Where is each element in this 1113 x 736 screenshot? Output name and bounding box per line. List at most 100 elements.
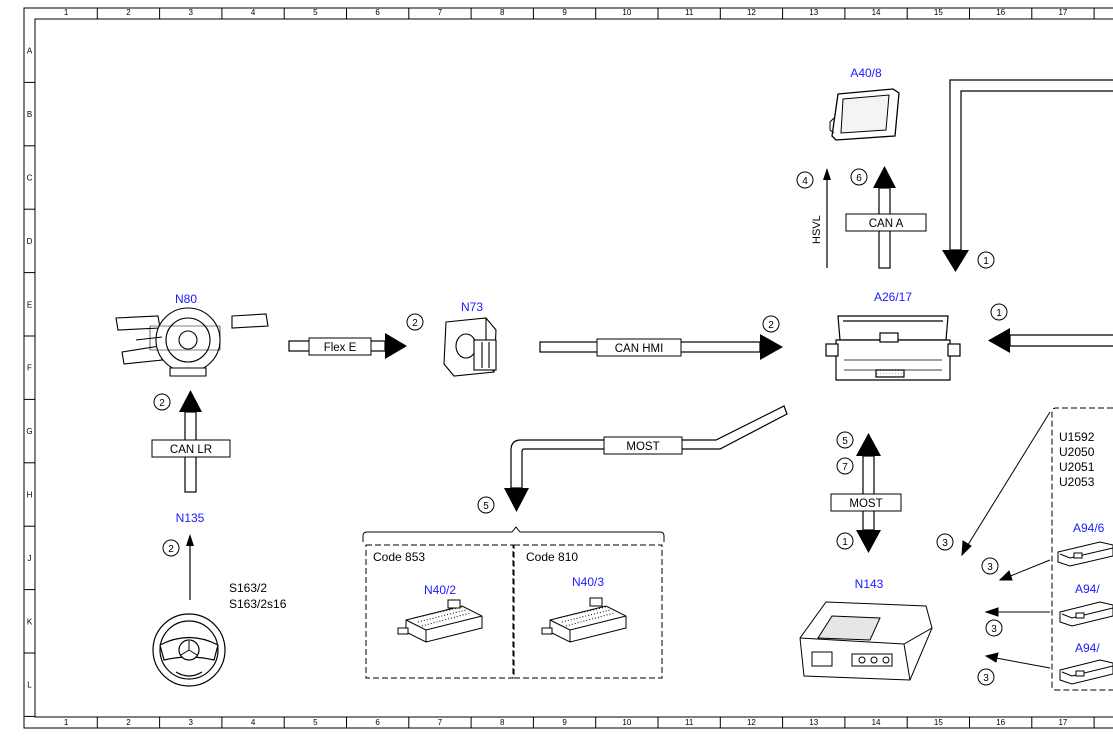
svg-text:1: 1 xyxy=(996,308,1002,319)
control-unit-n143-icon xyxy=(799,601,933,681)
marker-5-n143: 5 xyxy=(836,431,854,449)
label-a40-8: A40/8 xyxy=(850,66,882,80)
svg-text:4: 4 xyxy=(802,176,808,187)
grid-column-label: 1 xyxy=(64,718,69,727)
diagram-frame xyxy=(23,7,1113,729)
grid-column-label: 12 xyxy=(747,8,756,17)
grid-column-label: 2 xyxy=(126,718,131,727)
amplifier-n40-3-icon xyxy=(541,597,627,643)
amplifier-n40-2-icon xyxy=(397,599,483,643)
marker-2-canlr: 2 xyxy=(153,393,171,411)
marker-3-a: 3 xyxy=(936,533,954,551)
marker-1-right: 1 xyxy=(990,303,1008,321)
fault-code-u1592: U1592 xyxy=(1059,430,1095,444)
svg-text:3: 3 xyxy=(987,562,993,573)
grid-column-label: 4 xyxy=(251,718,256,727)
label-n80: N80 xyxy=(175,292,197,306)
grid-column-label: 17 xyxy=(1058,8,1067,17)
can-hmi-label: CAN HMI xyxy=(615,343,664,355)
grid-row-label: H xyxy=(27,491,33,500)
steering-column-module-n80-icon xyxy=(115,307,269,377)
head-unit-a26-17-icon xyxy=(825,315,961,381)
flex-e-label: Flex E xyxy=(324,342,357,354)
switch-s163-2: S163/2 xyxy=(229,581,267,595)
svg-text:3: 3 xyxy=(991,624,997,635)
grid-row-label: K xyxy=(27,617,33,626)
grid-column-label: 11 xyxy=(685,8,694,17)
grid-column-label: 8 xyxy=(500,718,505,727)
grid-row-label: C xyxy=(27,174,33,183)
n135-arrowhead xyxy=(186,534,194,546)
grid-column-label: 14 xyxy=(872,8,881,17)
can-lr-label: CAN LR xyxy=(170,444,212,456)
grid-column-label: 13 xyxy=(809,8,818,17)
most-label-left: MOST xyxy=(626,441,659,453)
svg-text:6: 6 xyxy=(856,173,862,184)
grid-column-ticks xyxy=(96,8,1095,728)
svg-text:3: 3 xyxy=(942,538,948,549)
grid-row-label: D xyxy=(27,237,33,246)
steering-wheel-icon xyxy=(152,613,226,687)
grid-row-label: J xyxy=(28,554,32,563)
label-n40-3: N40/3 xyxy=(572,575,604,589)
marker-4: 4 xyxy=(796,171,814,189)
grid-column-label: 9 xyxy=(562,8,567,17)
code-853-box xyxy=(365,544,514,679)
grid-column-label: 9 xyxy=(562,718,567,727)
marker-2-hmi: 2 xyxy=(762,315,780,333)
module-a94-b-icon xyxy=(1059,601,1113,627)
svg-text:2: 2 xyxy=(168,544,174,555)
code-810-box xyxy=(513,544,663,679)
grid-column-label: 10 xyxy=(622,718,631,727)
grid-column-label: 16 xyxy=(996,8,1005,17)
marker-2-n135: 2 xyxy=(162,539,180,557)
label-a94-a: A94/6 xyxy=(1073,521,1105,535)
ignition-switch-n73-icon xyxy=(443,317,497,377)
grid-row-label: E xyxy=(27,300,32,309)
marker-1-top: 1 xyxy=(977,251,995,269)
grid-column-label: 16 xyxy=(996,718,1005,727)
svg-text:2: 2 xyxy=(768,320,774,331)
bus-line-top-right xyxy=(942,79,1113,272)
svg-text:5: 5 xyxy=(842,436,848,447)
grid-column-label: 17 xyxy=(1058,718,1067,727)
label-a26-17: A26/17 xyxy=(874,290,912,304)
grid-column-label: 15 xyxy=(934,718,943,727)
fault-code-u2051: U2051 xyxy=(1059,460,1095,474)
svg-text:1: 1 xyxy=(842,537,848,548)
svg-text:5: 5 xyxy=(483,501,489,512)
grid-column-label: 15 xyxy=(934,8,943,17)
grid-column-label: 14 xyxy=(872,718,881,727)
grid-row-label: F xyxy=(27,364,32,373)
grid-row-label: A xyxy=(27,47,33,56)
can-lr-bus: CAN LR xyxy=(151,390,231,493)
hsvl-arrowhead xyxy=(823,168,831,180)
most-label-n143: MOST xyxy=(849,498,882,510)
module-a94-a-icon xyxy=(1057,541,1113,567)
amplifier-bracket xyxy=(362,526,665,542)
label-n73: N73 xyxy=(461,300,483,314)
marker-6: 6 xyxy=(850,168,868,186)
grid-column-label: 13 xyxy=(809,718,818,727)
marker-7: 7 xyxy=(836,457,854,475)
can-a-label: CAN A xyxy=(869,218,904,230)
svg-text:2: 2 xyxy=(412,318,418,329)
label-a94-b: A94/ xyxy=(1075,582,1100,596)
grid-column-label: 10 xyxy=(622,8,631,17)
grid-column-label: 7 xyxy=(438,718,443,727)
grid-row-label: B xyxy=(27,110,32,119)
code-810-label: Code 810 xyxy=(526,550,578,564)
grid-column-label: 11 xyxy=(685,718,694,727)
label-n143: N143 xyxy=(855,577,884,591)
svg-text:3: 3 xyxy=(983,673,989,684)
grid-column-label: 2 xyxy=(126,8,131,17)
marker-2-flex: 2 xyxy=(406,313,424,331)
grid-column-label: 7 xyxy=(438,8,443,17)
marker-3-b: 3 xyxy=(981,557,999,575)
marker-5-most: 5 xyxy=(477,496,495,514)
can-hmi-bus: CAN HMI xyxy=(539,334,783,360)
grid-column-labels: 1122334455667788991010111112121313141415… xyxy=(64,8,1068,727)
hsvl-label: HSVL xyxy=(811,215,823,244)
